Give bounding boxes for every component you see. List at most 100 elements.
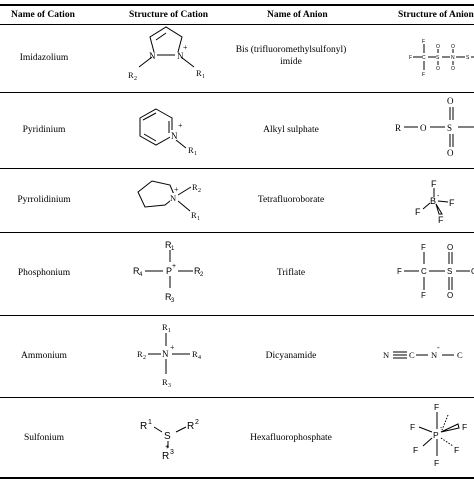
anion-name-triflate: Triflate (276, 268, 306, 278)
anion-name-bistriflimide: Bis (trifluoromethylsulfonyl) imide (232, 44, 350, 68)
substituent-r: R (140, 421, 147, 432)
row-divider (0, 92, 474, 93)
atom-f: F (431, 179, 437, 189)
subscript: 1 (168, 328, 171, 334)
atom-o: O (436, 66, 440, 72)
anion-name-tetrafluoroborate: Tetrafluoroborate (257, 195, 325, 205)
subscript: 3 (171, 298, 175, 304)
charge-plus: + (172, 263, 176, 270)
charge-plus: + (183, 43, 188, 52)
substituent-r: R (162, 377, 168, 387)
atom-n: N (451, 55, 455, 61)
atom-f: F (397, 267, 402, 276)
atom-n: N (149, 51, 156, 61)
charge-plus: + (170, 343, 175, 352)
charge-plus: + (174, 185, 179, 194)
substituent-r: R (187, 421, 194, 432)
atom-p: P (433, 430, 439, 440)
row-divider (0, 397, 474, 398)
bistriflimide-structure: F C S N S F F O O O O (409, 39, 474, 78)
triflate-structure: F C S O F F O O (397, 243, 474, 300)
atom-f: F (462, 422, 467, 432)
subscript: 1 (194, 151, 197, 157)
atom-c: C (457, 350, 463, 360)
substituent-r: R (196, 68, 202, 78)
atom-f: F (421, 291, 426, 300)
atom-n: N (162, 349, 169, 359)
header-structure-of-cation: Structure of Cation (129, 10, 208, 20)
substituent-r: R (165, 292, 172, 302)
anion-name-dicyanamide: Dicyanamide (265, 351, 317, 361)
anion-name-alkyl-sulphate: Alkyl sulphate (263, 125, 319, 135)
header-name-of-anion: Name of Anion (267, 10, 328, 20)
atom-s: S (447, 267, 452, 276)
atom-c: C (421, 267, 427, 276)
atom-n: N (170, 193, 176, 203)
charge-plus: + (178, 121, 183, 130)
atom-c: C (409, 350, 415, 360)
atom-o: O (447, 243, 453, 252)
cation-name-ammonium: Ammonium (21, 351, 67, 361)
atom-s: S (164, 431, 171, 442)
superscript: 3 (170, 449, 174, 456)
phosphonium-structure: R 1 P + R 4 R 2 R 3 (133, 240, 204, 304)
dicyanamide-structure: N C N - C (383, 343, 463, 360)
substituent-r: R (162, 451, 169, 462)
atom-f: F (434, 402, 439, 412)
anion-name-text: Bis (trifluoromethylsulfonyl) imide (235, 45, 347, 67)
header-bottom-rule (0, 24, 474, 25)
row-divider (0, 232, 474, 233)
charge-plus: + (165, 444, 169, 451)
atom-f: F (434, 458, 439, 468)
substituent-r: R (162, 322, 168, 332)
row-divider (0, 315, 474, 316)
cation-name-phosphonium: Phosphonium (17, 268, 71, 278)
subscript: 2 (198, 188, 201, 194)
atom-f: F (410, 422, 415, 432)
subscript: 1 (171, 246, 175, 252)
alkyl-sulphate-structure: R O S O O (395, 96, 474, 158)
charge-minus: - (437, 343, 440, 352)
atom-o: O (451, 66, 455, 72)
atom-s: S (447, 123, 452, 133)
atom-n: N (431, 350, 437, 360)
subscript: 3 (168, 383, 171, 389)
charge-minus: - (440, 425, 443, 432)
cation-name-pyrrolidinium: Pyrrolidinium (17, 195, 71, 205)
pyridinium-structure: N + R 1 (139, 108, 197, 157)
atom-b: B (430, 196, 436, 206)
atom-o: O (420, 123, 427, 133)
substituent-r: R (133, 266, 140, 276)
substituent-r: R (188, 145, 194, 155)
substituent-r: R (128, 70, 134, 80)
atom-f: F (409, 55, 412, 61)
atom-o: O (451, 44, 455, 50)
subscript: 4 (139, 272, 143, 278)
atom-f: F (449, 198, 455, 208)
header-name-of-cation: Name of Cation (11, 10, 75, 20)
atom-n: N (177, 51, 184, 61)
subscript: 2 (200, 272, 204, 278)
atom-o: O (447, 96, 454, 106)
atom-f: F (415, 207, 421, 217)
atom-f: F (454, 445, 459, 455)
imidazolium-structure: N N + R 2 R 1 (128, 26, 205, 82)
subscript: 2 (134, 76, 137, 82)
substituent-r: R (191, 210, 197, 220)
atom-n: N (383, 350, 389, 360)
substituent-r: R (194, 266, 201, 276)
atom-s: S (466, 55, 470, 61)
superscript: 2 (195, 419, 199, 426)
atom-f: F (438, 215, 444, 225)
table-top-rule (0, 4, 474, 6)
atom-o: O (436, 44, 440, 50)
substituent-r: R (165, 240, 172, 250)
atom-c: C (422, 55, 426, 61)
charge-minus: - (437, 193, 440, 200)
atom-o: O (471, 267, 474, 276)
row-divider (0, 168, 474, 169)
substituent-r: R (137, 349, 143, 359)
subscript: 4 (198, 355, 201, 361)
